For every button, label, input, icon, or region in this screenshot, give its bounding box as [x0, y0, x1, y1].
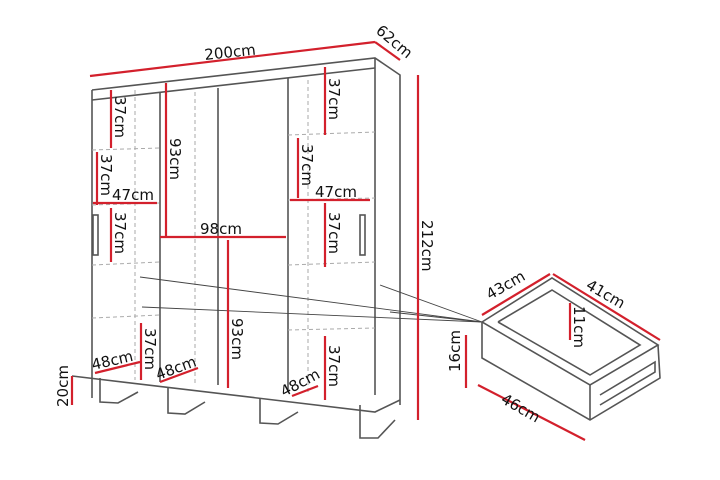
hanging-top-label: 93cm [166, 138, 184, 180]
center-width-label: 98cm [200, 220, 242, 238]
drawer-width-label: 46cm [498, 390, 543, 427]
wardrobe-legs [99, 378, 396, 439]
drawer-outline [480, 277, 661, 421]
width-label: 200cm [204, 41, 257, 64]
drawer-dimension-lines [464, 273, 661, 441]
bottom-left-shelf-label: 37cm [141, 328, 159, 370]
right-mid-shelf-label: 37cm [298, 144, 316, 186]
bottom-right-shelf-label: 37cm [325, 345, 343, 387]
right-low-shelf-label: 37cm [325, 212, 343, 254]
right-top-shelf-label: 37cm [325, 78, 343, 120]
right-shelf-width-label: 47cm [315, 183, 357, 201]
drawer-height-label: 16cm [446, 330, 464, 372]
left-shelf-width-label: 47cm [112, 186, 154, 204]
hanging-bottom-label: 93cm [228, 318, 246, 360]
bottom-right-depth-label: 48cm [277, 365, 322, 401]
left-low-shelf-label: 37cm [111, 212, 129, 254]
leg-height-label: 20cm [54, 365, 72, 407]
drawer-inner-height-label: 11cm [570, 306, 588, 348]
dimension-lines [70, 40, 420, 420]
height-label: 212cm [418, 220, 436, 272]
left-top-shelf-label: 37cm [111, 96, 129, 138]
left-mid-shelf-label: 37cm [97, 154, 115, 196]
